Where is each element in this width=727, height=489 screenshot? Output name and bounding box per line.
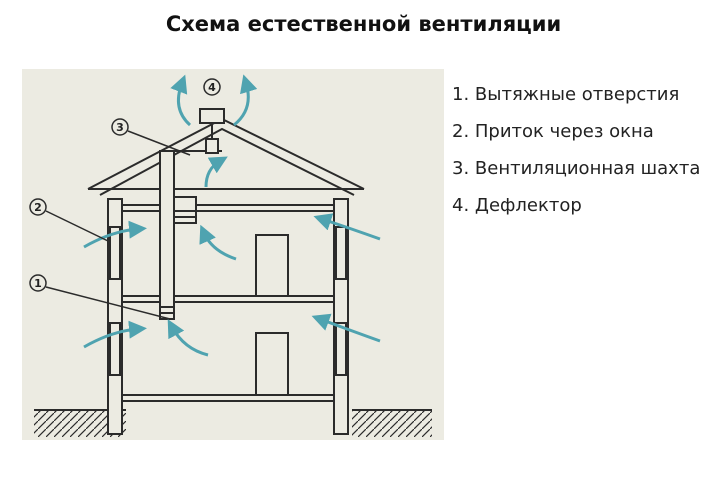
legend-list: 1. Вытяжные отверстия 2. Приток через ок…: [452, 76, 700, 224]
callout-3-circle: [111, 118, 129, 136]
arrow-shaft-up: [204, 156, 228, 188]
legend-item-2: 2. Приток через окна: [452, 121, 654, 142]
arrow-inflow-right-lower: [311, 313, 381, 343]
arrow-inflow-left-lower: [83, 320, 147, 349]
ground-hatch-right: [352, 411, 432, 437]
callout-4-circle: [203, 78, 221, 96]
callout-4: 4: [208, 81, 216, 94]
diagram-panel: [22, 69, 444, 440]
ventilation-diagram: 1 2 3 4: [22, 69, 444, 440]
window-left-lower: [109, 322, 121, 376]
legend-item-4: 4. Дефлектор: [452, 195, 582, 216]
vent-shaft: [159, 150, 175, 320]
deflector: [199, 108, 225, 124]
arrow-inflow-right-upper: [313, 213, 381, 241]
legend-item-1: 1. Вытяжные отверстия: [452, 84, 680, 105]
diagram-title: Схема естественной вентиляции: [165, 12, 562, 36]
callouts: 1 2 3 4: [29, 78, 221, 320]
arrow-room-upper: [199, 224, 237, 261]
callout-2: 2: [34, 201, 42, 214]
middle-floor: [121, 295, 335, 303]
callout-1: 1: [34, 277, 42, 290]
arrow-exhaust-left: [170, 74, 192, 127]
arrow-exhaust-right: [233, 74, 258, 127]
attic-floor: [121, 204, 335, 212]
window-right-upper: [335, 226, 347, 280]
arrow-room-lower: [167, 319, 209, 357]
legend-item-3: 3. Вентиляционная шахта: [452, 158, 701, 179]
callout-3: 3: [116, 121, 124, 134]
ground-floor: [121, 394, 335, 402]
callout-1-circle: [29, 274, 47, 292]
window-left-upper: [109, 226, 121, 280]
house-structure: [34, 108, 432, 437]
door-upper: [255, 234, 289, 297]
window-right-lower: [335, 322, 347, 376]
roof-inner: [99, 127, 355, 196]
callout-2-circle: [29, 198, 47, 216]
door-lower: [255, 332, 289, 396]
airflow-arrows: [83, 74, 381, 357]
arrow-inflow-left-upper: [83, 220, 147, 249]
